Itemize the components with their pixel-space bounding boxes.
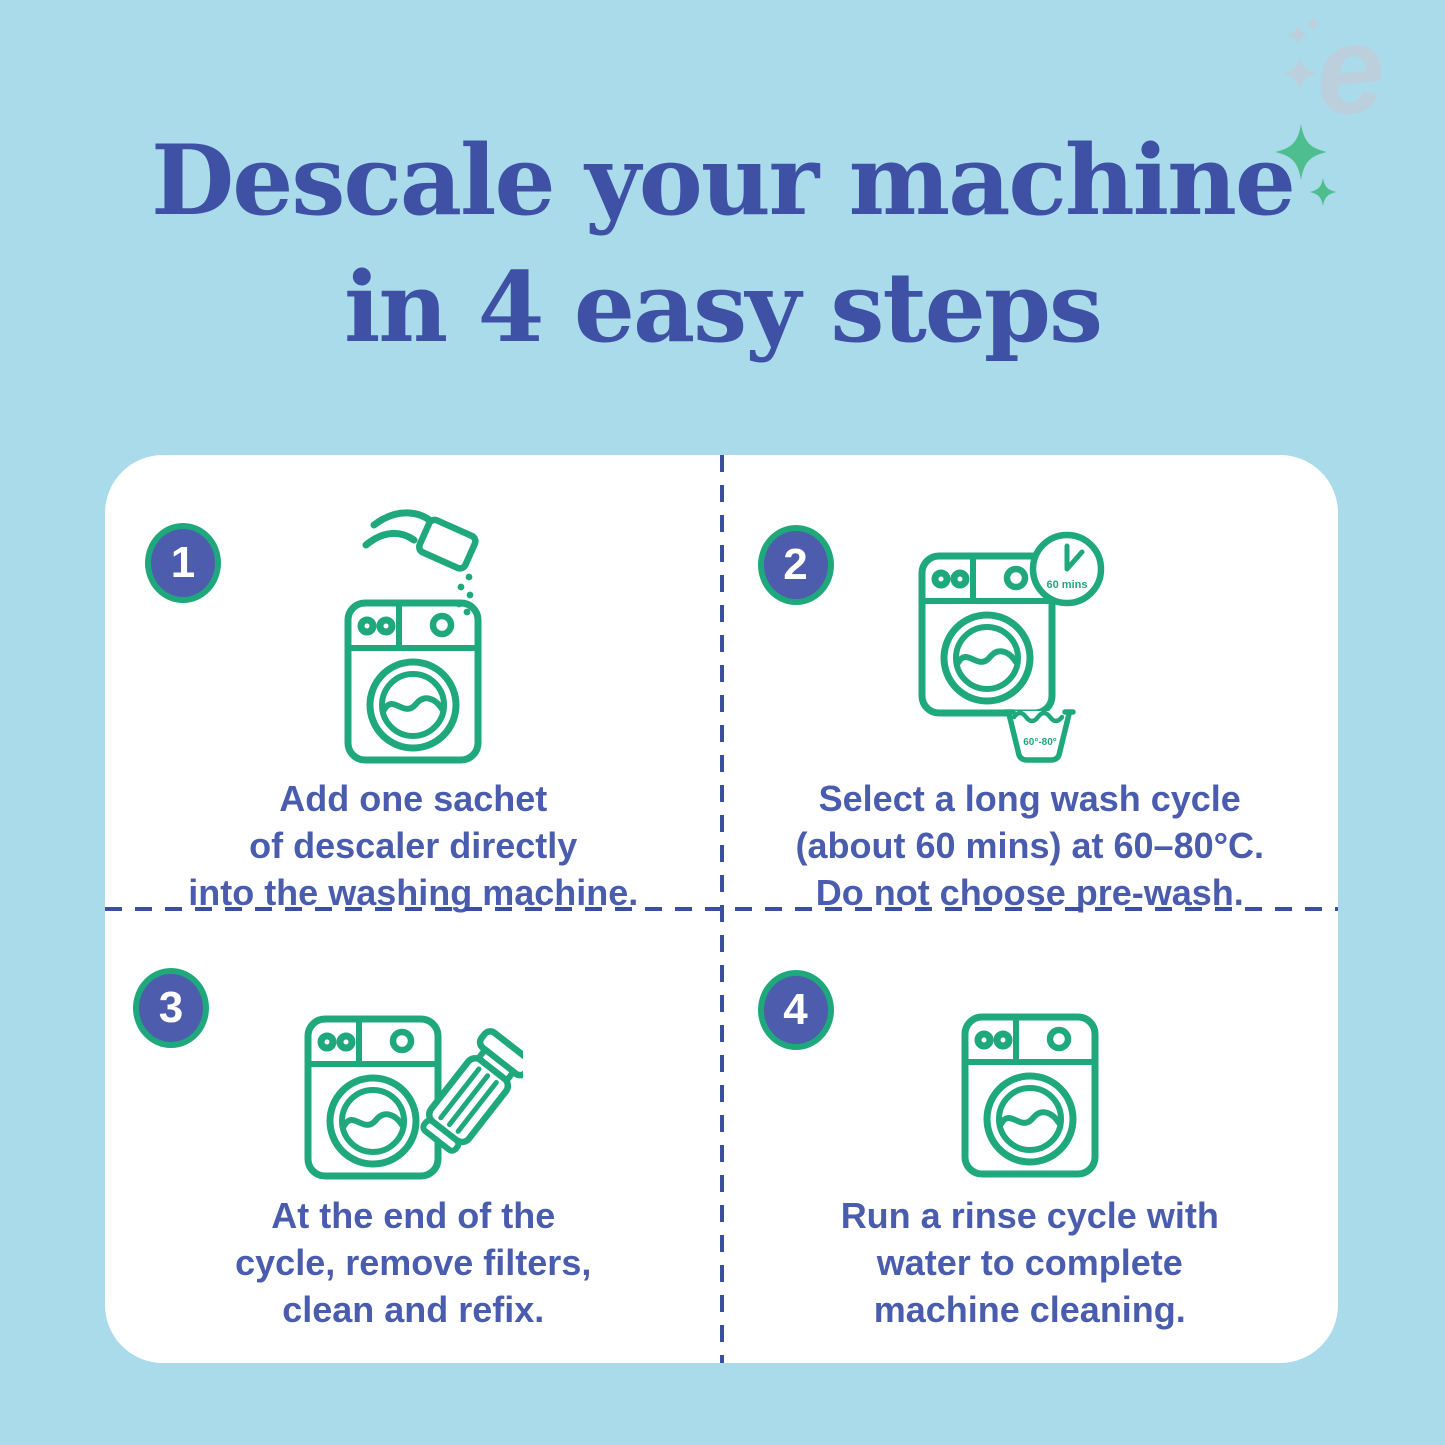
step-4-panel: 4 Run a rinse cycle with water to comple… <box>722 916 1339 1363</box>
washing-machine-filter-icon <box>303 1012 524 1182</box>
step-text-line: Select a long wash cycle <box>818 778 1241 819</box>
step-3-text: At the end of the cycle, remove filters,… <box>235 1192 591 1333</box>
brand-watermark-logo: e <box>1282 8 1391 138</box>
timer-clock-icon: 60 mins <box>1030 531 1105 607</box>
horizontal-dashed-divider <box>105 907 1338 911</box>
watermark-letter: e <box>1308 8 1391 138</box>
washing-machine-icon <box>960 1012 1100 1179</box>
sparkle-icon <box>1275 124 1327 180</box>
steps-card: 1 <box>105 455 1338 1363</box>
step-text-line: water to complete <box>876 1242 1183 1283</box>
step-2-icon-box: 60 mins 60°-80° <box>917 503 1142 765</box>
filter-cartridge-icon <box>419 1028 524 1154</box>
step-number: 3 <box>158 983 184 1032</box>
step-4-icon-box <box>960 1012 1100 1182</box>
step-text-line: into the washing machine. <box>188 872 639 913</box>
step-2-panel: 2 60 mins 60°-80° <box>722 455 1339 916</box>
step-2-number-badge: 2 <box>757 525 834 605</box>
sparkle-icon <box>1305 16 1321 32</box>
page-title: Descale your machine in 4 easy steps <box>0 118 1445 371</box>
sparkle-icon <box>1282 56 1318 91</box>
wash-temperature-tub-icon: 60°-80° <box>1002 709 1076 763</box>
step-text-line: At the end of the <box>271 1195 556 1236</box>
title-sparkles <box>1275 124 1337 206</box>
step-1-icon-box <box>318 503 508 765</box>
sparkle-icon <box>1287 24 1309 46</box>
step-4-text: Run a rinse cycle with water to complete… <box>841 1192 1219 1333</box>
svg-text:60 mins: 60 mins <box>1047 579 1088 591</box>
step-3-panel: 3 At the end of the <box>105 916 722 1363</box>
washing-machine-add-sachet-icon <box>318 509 508 765</box>
step-text-line: of descaler directly <box>249 825 578 866</box>
step-number: 4 <box>783 985 808 1034</box>
step-text-line: Run a rinse cycle with <box>840 1195 1219 1236</box>
step-1-panel: 1 <box>105 455 722 916</box>
step-text-line: clean and refix. <box>282 1289 545 1330</box>
powder-dots <box>455 573 474 616</box>
page-title-line1: Descale your machine <box>151 124 1296 237</box>
step-3-icon-box <box>303 1012 524 1182</box>
step-text-line: (about 60 mins) at 60–80°C. <box>795 825 1265 866</box>
step-4-number-badge: 4 <box>757 970 834 1050</box>
step-1-number-badge: 1 <box>145 523 221 603</box>
step-number: 2 <box>783 540 808 589</box>
step-1-text: Add one sachet of descaler directly into… <box>188 775 638 916</box>
svg-text:60°-80°: 60°-80° <box>1023 737 1057 748</box>
step-3-number-badge: 3 <box>133 968 209 1048</box>
step-number: 1 <box>170 538 196 587</box>
page-title-line2: in 4 easy steps <box>343 250 1103 364</box>
step-text-line: Add one sachet <box>279 778 548 819</box>
sparkle-icon <box>1309 178 1337 206</box>
step-text-line: machine cleaning. <box>873 1289 1186 1330</box>
washing-machine-timer-icon: 60 mins 60°-80° <box>917 531 1105 763</box>
step-text-line: cycle, remove filters, <box>235 1242 592 1283</box>
step-text-line: Do not choose pre-wash. <box>815 872 1244 913</box>
step-2-text: Select a long wash cycle (about 60 mins)… <box>795 775 1264 916</box>
